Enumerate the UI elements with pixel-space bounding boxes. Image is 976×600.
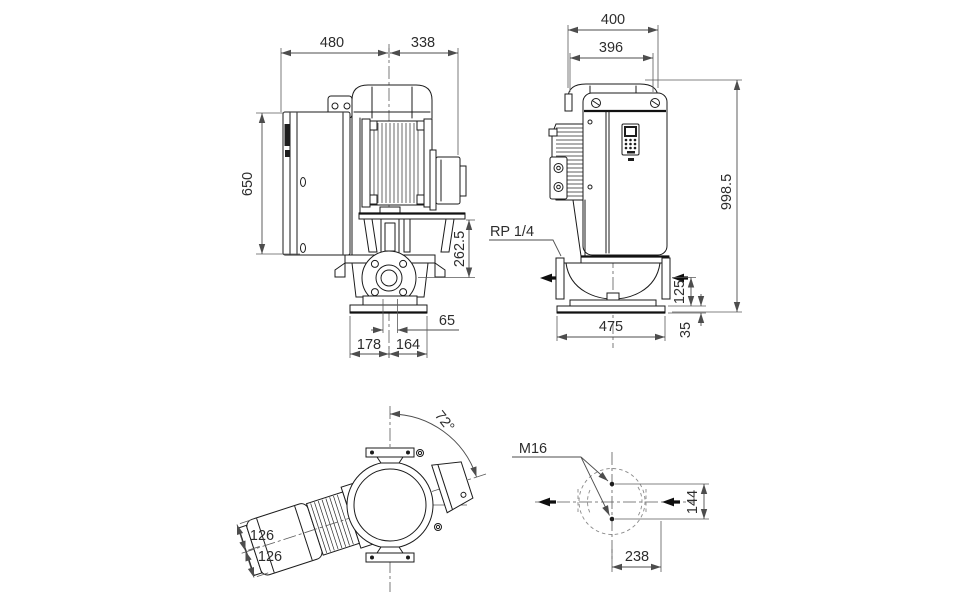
motor-housing-top (346, 461, 434, 549)
suction-flange (555, 257, 565, 300)
dimension-126-126: 126 126 (236, 519, 282, 578)
dimension-262-5: 262.5 (418, 219, 475, 278)
control-box-side (282, 111, 361, 256)
hidden-pump-outline (577, 468, 647, 535)
dim-label-650: 650 (240, 172, 256, 196)
side-view: 480 338 650 262.5 65 (240, 35, 475, 358)
dim-label-144: 144 (685, 490, 701, 514)
dim-label-178: 178 (357, 337, 381, 353)
drive-display (621, 123, 640, 161)
terminal-box-side (429, 149, 467, 211)
dimension-144: 144 (615, 483, 709, 520)
dim-label-65: 65 (439, 313, 455, 329)
anchor-bolt-top (609, 481, 615, 487)
flow-arrow-out (540, 273, 556, 283)
top-view: 72° 126 126 (236, 406, 487, 592)
dim-label-125: 125 (672, 280, 688, 304)
dimension-998-5: 998.5 (645, 79, 742, 313)
pump-head-front (555, 199, 671, 303)
dim-label-998-5: 998.5 (719, 174, 735, 210)
dimension-475: 475 (556, 316, 666, 341)
top-port (365, 447, 415, 464)
label-m16: M16 (512, 441, 610, 516)
front-view: RP 1/4 400 396 998.5 125 (489, 12, 742, 348)
dimension-650: 650 (240, 112, 300, 255)
dim-label-338: 338 (411, 35, 435, 51)
dim-label-262-5: 262.5 (452, 231, 468, 267)
dimension-238: 238 (611, 521, 662, 572)
terminal-box-top (431, 461, 474, 514)
dim-label-126-b: 126 (258, 549, 282, 565)
motor-cooling-fins (361, 118, 433, 208)
connector-box (549, 156, 568, 200)
dim-label-35: 35 (678, 322, 694, 338)
drive-cover (582, 92, 668, 256)
dimension-125: 125 (668, 277, 706, 307)
anchor-bolt-label: M16 (519, 441, 547, 457)
base-plate-front (556, 299, 666, 314)
dim-label-72deg: 72° (431, 408, 457, 435)
gauge-port-label: RP 1/4 (490, 224, 534, 240)
bottom-port (365, 546, 415, 563)
motor-stool (358, 206, 466, 257)
foundation-view: M16 144 238 (512, 441, 709, 572)
dim-label-400: 400 (601, 12, 625, 28)
base-plate-side (349, 295, 428, 314)
flow-arrow-in (672, 273, 688, 283)
dim-label-238: 238 (625, 549, 649, 565)
dim-label-475: 475 (599, 319, 623, 335)
flow-arrow-out (538, 497, 556, 507)
dim-label-480: 480 (320, 35, 344, 51)
label-rp-quarter: RP 1/4 (489, 224, 562, 257)
anchor-bolt-bottom (609, 516, 615, 522)
dimension-35: 35 (668, 294, 706, 338)
display-strip (284, 124, 291, 146)
dimension-400: 400 (567, 12, 659, 88)
dimension-480: 480 (280, 35, 390, 112)
dim-label-164: 164 (396, 337, 420, 353)
dim-label-396: 396 (599, 40, 623, 56)
dimension-65: 65 (371, 299, 459, 334)
anchor-bolts (609, 481, 615, 522)
dim-label-126-a: 126 (250, 528, 274, 544)
dimension-396: 396 (569, 40, 654, 92)
dimension-338: 338 (390, 35, 459, 155)
pump-volute-side (334, 250, 446, 306)
clip-on-cover (351, 84, 433, 119)
flow-arrow-in (662, 497, 680, 507)
discharge-flange (661, 257, 671, 300)
dimension-178-164: 178 164 (349, 316, 428, 358)
